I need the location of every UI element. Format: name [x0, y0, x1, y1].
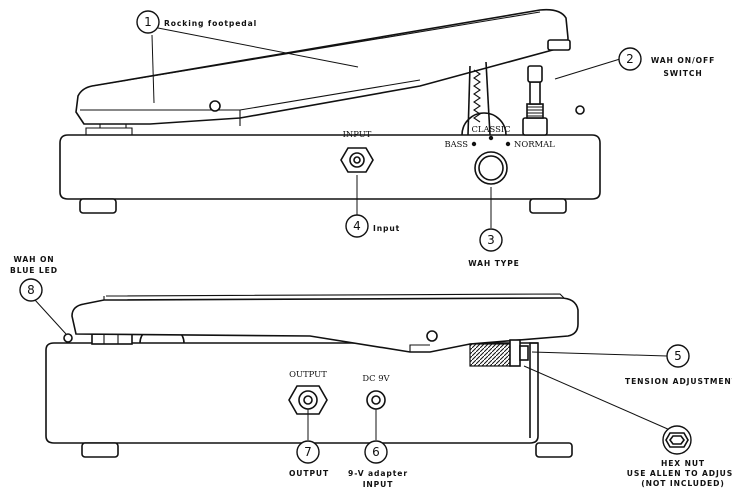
- bottom-output-jack: OUTPUT: [288, 369, 328, 415]
- callout-6-label-line2: INPUT: [363, 480, 394, 489]
- bottom-pedal-view: OUTPUT DC 9V: [45, 293, 579, 458]
- callout-7-number: 7: [304, 445, 312, 459]
- input-panel-label: INPUT: [343, 129, 372, 139]
- bottom-foot-left: [81, 442, 119, 458]
- callout-8: 8 WAH ON BLUE LED: [10, 255, 67, 335]
- bottom-dc-jack: DC 9V: [362, 373, 391, 410]
- callout-1-label: Rocking footpedal: [164, 19, 257, 28]
- top-pedal-view: INPUT CLASSIC BASS NORMAL: [59, 8, 601, 214]
- bottom-rocking-footpedal: [71, 293, 579, 353]
- callout-4-number: 4: [353, 219, 361, 233]
- bottom-foot-right: [535, 442, 573, 458]
- callout-7: 7 OUTPUT: [289, 409, 329, 478]
- callout-2-label: WAH ON/OFF: [651, 56, 715, 65]
- top-pedal-screw: [209, 100, 221, 112]
- top-input-jack: INPUT: [340, 129, 374, 173]
- callout-8-label-line2: BLUE LED: [10, 266, 58, 275]
- normal-label: NORMAL: [514, 139, 555, 149]
- callout-4: 4 Input: [345, 175, 400, 238]
- dc-panel-label: DC 9V: [362, 373, 390, 383]
- blue-led: [63, 333, 73, 343]
- callout-3-number: 3: [487, 233, 495, 247]
- top-wah-type-knob: CLASSIC BASS NORMAL: [444, 124, 555, 185]
- hex-nut-label-line1: HEX NUT: [661, 459, 705, 468]
- callout-5-label: TENSION ADJUSTMENT: [625, 377, 732, 386]
- classic-label: CLASSIC: [471, 124, 510, 134]
- hex-nut-label-line2: USE ALLEN TO ADJUST: [627, 469, 732, 478]
- top-rocking-footpedal: [75, 8, 571, 126]
- hex-nut-label-line3: (NOT INCLUDED): [641, 479, 724, 488]
- callout-3-label: WAH TYPE: [468, 259, 520, 268]
- callout-6: 6 9-V adapter INPUT: [348, 409, 408, 489]
- callout-6-number: 6: [372, 445, 380, 459]
- callout-1-number: 1: [144, 15, 152, 29]
- callout-5: 5 TENSION ADJUSTMENT: [523, 344, 732, 431]
- bottom-pedal-screw: [426, 330, 438, 342]
- top-rack-gear: [461, 61, 507, 136]
- callout-5-number: 5: [674, 349, 682, 363]
- callout-4-label: Input: [373, 224, 400, 233]
- callout-6-label: 9-V adapter: [348, 469, 408, 478]
- callout-8-label: WAH ON: [13, 255, 54, 264]
- callout-7-label: OUTPUT: [289, 469, 329, 478]
- tension-adjuster: [469, 339, 529, 367]
- callout-1: 1 Rocking footpedal: [136, 10, 359, 104]
- top-foot-right: [529, 198, 567, 214]
- bass-label: BASS: [444, 139, 468, 149]
- bottom-pedal-body: [45, 342, 573, 458]
- callout-2-label-line2: SWITCH: [663, 69, 702, 78]
- top-wah-switch: [522, 65, 585, 136]
- callout-2: 2 WAH ON/OFF SWITCH: [554, 47, 715, 80]
- callout-3: 3 WAH TYPE: [468, 187, 520, 268]
- callout-8-number: 8: [27, 283, 35, 297]
- callout-2-number: 2: [626, 52, 634, 66]
- hex-nut: HEX NUT USE ALLEN TO ADJUST (NOT INCLUDE…: [627, 425, 732, 488]
- top-foot-left: [79, 198, 117, 214]
- output-panel-label: OUTPUT: [289, 369, 327, 379]
- top-pedal-body: [59, 134, 601, 214]
